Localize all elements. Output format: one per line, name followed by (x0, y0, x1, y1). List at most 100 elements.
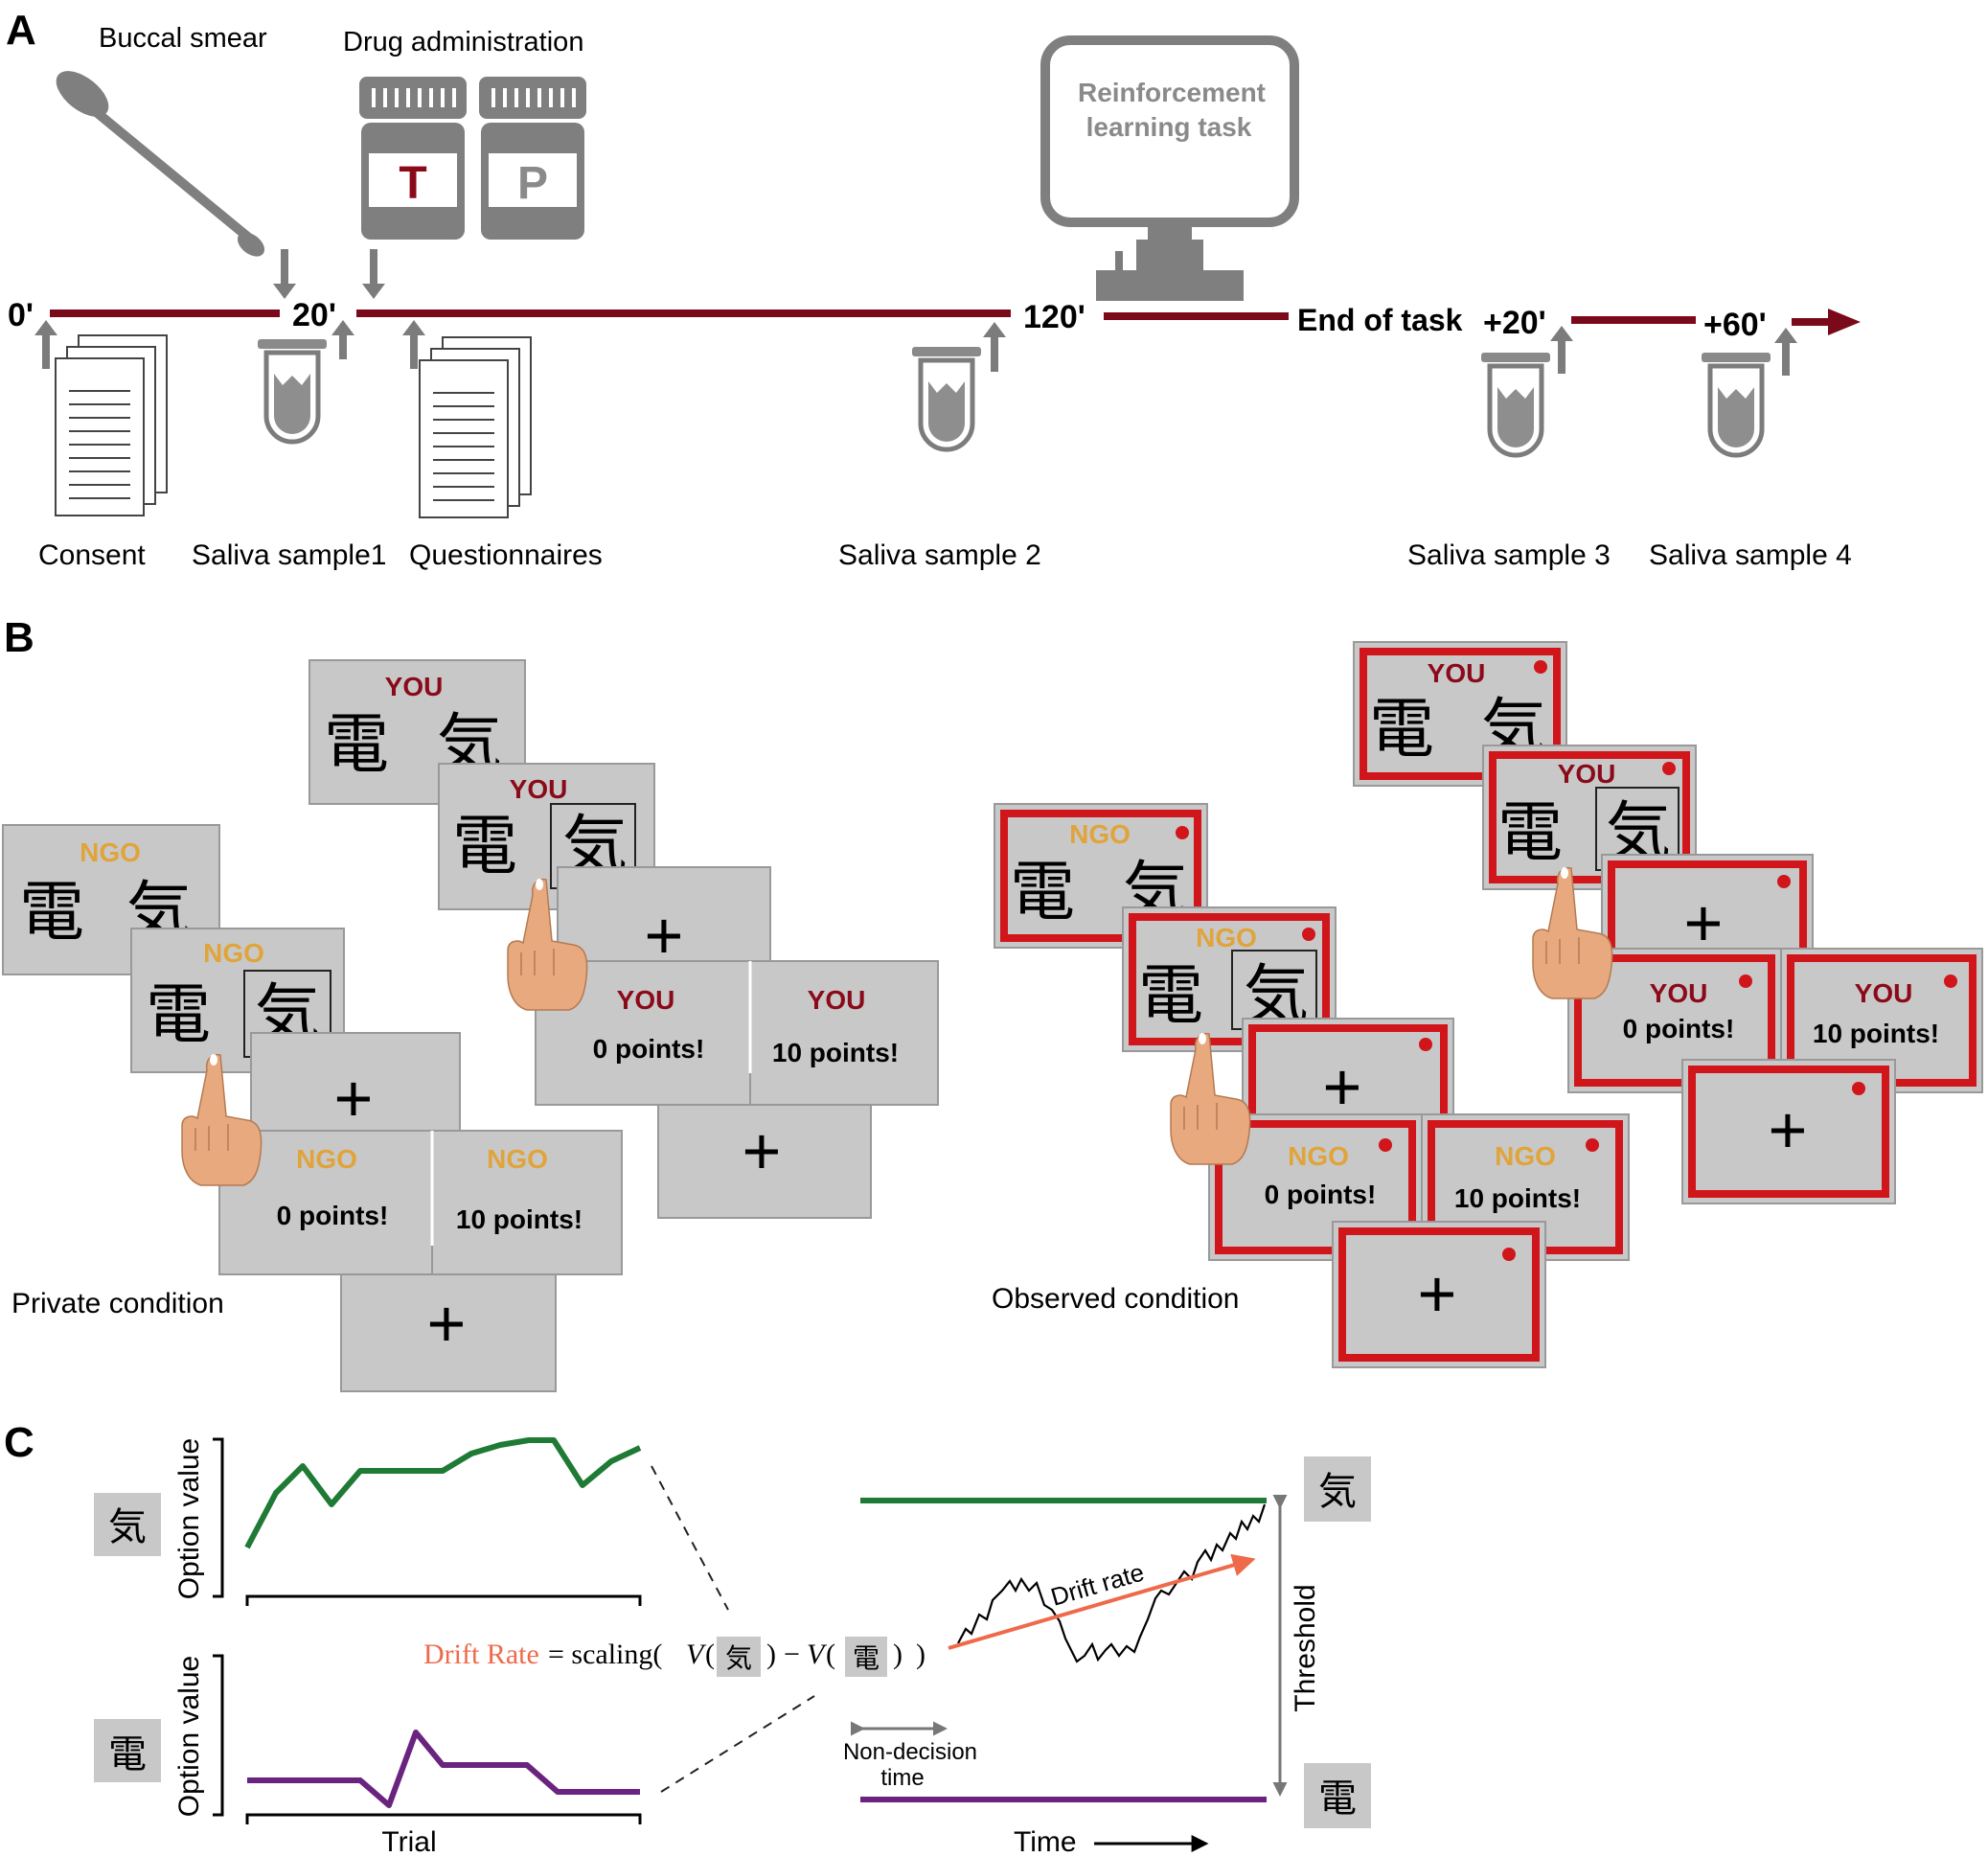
fixation-cross: + (1418, 1256, 1457, 1331)
formula-char-ki: 気 (725, 1642, 752, 1674)
card-char-den: 電 (452, 809, 517, 884)
panel-a: A 0' 20' 120' End of task +20' +60' Bucc… (6, 7, 1861, 571)
observer-dot (1379, 1138, 1392, 1152)
private-condition-label: Private condition (11, 1288, 224, 1319)
card-char-den: 電 (146, 977, 211, 1053)
card-agent-label: NGO (487, 1144, 548, 1174)
card-agent-label: YOU (1558, 759, 1616, 789)
panel-a-label: A (6, 7, 36, 54)
bottle-t-letter: T (399, 158, 426, 209)
panel-c: C 気 Option value 電 Option value Trial Dr… (4, 1419, 1371, 1857)
card-char-den: 電 (1369, 692, 1434, 768)
buccal-smear-label: Buccal smear (99, 23, 267, 54)
monitor-text-line1: Reinforcement (1078, 78, 1266, 107)
private-ngo-sequence: NGO 電 気 NGO 電 気 + NGO 0 points! NGO 10 p… (2, 824, 623, 1392)
drift-rate-formula: Drift Rate = scaling( V ( 気 ) − V ( 電 ) … (423, 1637, 925, 1677)
saliva-sample-3-label: Saliva sample 3 (1407, 539, 1611, 571)
time-label-end-of-task: End of task (1297, 303, 1463, 337)
pointing-hand-icon (1170, 1032, 1251, 1165)
card-char-den: 電 (1138, 958, 1203, 1034)
fixation-cross: + (1323, 1049, 1362, 1124)
consent-documents-icon (55, 334, 168, 516)
saliva-sample-4-label: Saliva sample 4 (1649, 539, 1852, 571)
card-agent-label: NGO (80, 837, 141, 867)
placebo-bottle-icon: P (479, 77, 586, 240)
time-label-plus20: +20' (1483, 305, 1546, 341)
bottom-connector-dashed (660, 1695, 815, 1793)
pointing-hand-icon (181, 1053, 263, 1186)
formula-v-2: V (807, 1639, 828, 1670)
time-label-0: 0' (8, 297, 34, 333)
observer-dot (1777, 875, 1791, 888)
points-text: 10 points! (1454, 1183, 1581, 1213)
timeline (50, 310, 1832, 326)
points-text: 10 points! (456, 1204, 583, 1234)
observed-ngo-fixation-card-2: + (1332, 1221, 1546, 1368)
observer-dot (1302, 928, 1315, 941)
card-agent-label: YOU (385, 672, 444, 701)
card-agent-label: NGO (296, 1144, 357, 1174)
saliva-tube-2-icon (912, 347, 981, 449)
card-agent-label: NGO (1495, 1141, 1556, 1171)
formula-end: ) (916, 1639, 925, 1670)
card-char-den: 電 (1010, 855, 1075, 930)
bottom-option-value-plot: 電 Option value Trial (94, 1654, 642, 1857)
private-you-outcome-ten-card: YOU 10 points! (748, 960, 939, 1106)
bottom-value-series (247, 1730, 640, 1808)
fixation-cross: + (1769, 1092, 1808, 1167)
points-text: 0 points! (1623, 1014, 1735, 1043)
observer-dot (1944, 974, 1957, 988)
monitor-text-line2: learning task (1086, 112, 1252, 142)
time-label-20: 20' (292, 297, 336, 333)
buccal-swab-icon (56, 71, 265, 257)
threshold-label: Threshold (1290, 1584, 1321, 1711)
saliva-tube-1-icon (258, 339, 327, 442)
saliva-sample-2-label: Saliva sample 2 (838, 539, 1041, 571)
evidence-random-walk (957, 1503, 1267, 1663)
fixation-cross: + (743, 1113, 782, 1188)
formula-close-1: ) (766, 1639, 776, 1670)
top-y-axis-label: Option value (173, 1438, 205, 1599)
points-text: 10 points! (1813, 1019, 1939, 1048)
timeline-arrow-head (1828, 309, 1861, 335)
formula-char-den: 電 (853, 1642, 880, 1674)
questionnaires-label: Questionnaires (409, 539, 603, 571)
top-x-axis (245, 1594, 642, 1606)
observed-ngo-sequence: NGO 電 気 NGO 電 気 + NGO 0 points! (994, 803, 1630, 1368)
panel-c-label: C (4, 1419, 34, 1466)
top-option-value-plot: 気 Option value (94, 1437, 642, 1606)
monitor-icon: Reinforcement learning task (1040, 35, 1299, 301)
observer-dot (1586, 1138, 1599, 1152)
time-label-120: 120' (1023, 299, 1085, 335)
bottle-p-letter: P (517, 158, 548, 209)
panel-b-label: B (4, 614, 34, 661)
saliva-sample-1-label: Saliva sample1 (192, 539, 386, 571)
top-value-series (244, 1437, 642, 1549)
observed-ngo-choice-card: NGO 電 気 (994, 803, 1208, 949)
formula-open-2: ( (826, 1639, 835, 1670)
drift-diffusion-plot: Drift rate Threshold 気 電 Non-decision ti… (843, 1456, 1371, 1857)
card-char-den: 電 (324, 707, 389, 783)
card-agent-label: YOU (1428, 658, 1486, 688)
top-char: 気 (108, 1505, 147, 1549)
observer-dot (1739, 974, 1752, 988)
observer-dot (1419, 1038, 1432, 1051)
saliva-tube-3-icon (1481, 353, 1550, 455)
card-agent-label: NGO (1069, 819, 1131, 849)
drift-rate-arrow (948, 1553, 1256, 1650)
non-decision-label-line1: Non-decision (843, 1739, 977, 1765)
points-text: 0 points! (277, 1201, 389, 1230)
top-y-axis (213, 1437, 224, 1598)
observer-dot (1502, 1248, 1516, 1261)
card-agent-label: YOU (1855, 978, 1913, 1008)
private-you-fixation-card-2: + (657, 1104, 872, 1219)
observer-dot (1852, 1082, 1865, 1095)
trial-axis-label: Trial (381, 1826, 436, 1857)
card-agent-label: YOU (510, 774, 568, 804)
card-agent-label: YOU (617, 985, 675, 1015)
formula-close-2: ) (893, 1639, 903, 1670)
fixation-cross: + (334, 1061, 374, 1135)
card-char-den: 電 (1497, 795, 1563, 871)
points-text: 0 points! (1265, 1180, 1377, 1209)
saliva-tube-4-icon (1702, 353, 1771, 455)
